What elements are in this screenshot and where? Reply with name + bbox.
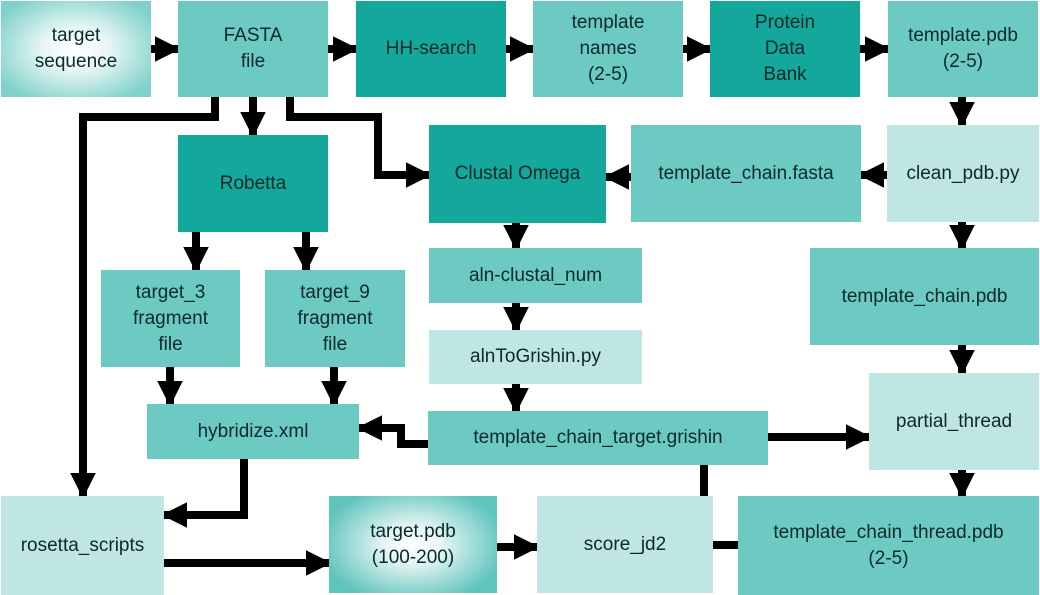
node-label: target.pdb (100-200) [370,520,456,568]
node-hh-search: HH-search [356,1,506,97]
node-label: template.pdb (2-5) [908,25,1018,72]
node-label: template_chain_thread.pdb (2-5) [773,521,1004,569]
node-label: hybridize.xml [197,420,309,442]
node-score-jd2: score_jd2 [537,496,713,593]
node-label: Robetta [219,172,287,194]
node-target-pdb: target.pdb (100-200) [329,496,497,593]
node-label: target_9 fragment file [297,281,373,355]
node-label: score_jd2 [583,533,667,555]
node-template-names: template names (2-5) [533,1,683,97]
node-template-chain-target-grishin: template_chain_target.grishin [428,411,768,465]
node-label: Protein Data Bank [754,12,816,85]
node-label: template_chain.pdb [841,285,1008,307]
node-label: FASTA file [223,25,283,72]
node-clean-pdb-py: clean_pdb.py [887,125,1039,222]
node-label: clean_pdb.py [906,162,1020,184]
node-template-chain-pdb: template_chain.pdb [810,248,1039,345]
node-template-chain-fasta: template_chain.fasta [631,125,861,222]
node-aln-clustal-num: aln-clustal_num [429,248,642,303]
node-template-pdb: template.pdb (2-5) [888,1,1038,97]
node-aln-to-grishin-py: alnToGrishin.py [429,330,642,384]
node-label: template_chain_target.grishin [473,427,723,448]
node-target-sequence: target sequence [1,1,151,97]
node-label: alnToGrishin.py [470,346,601,367]
node-label: Clustal Omega [454,163,581,184]
node-label: HH-search [385,38,477,59]
node-label: aln-clustal_num [468,264,603,286]
node-label: target sequence [34,25,118,72]
node-label: rosetta_scripts [20,534,145,556]
node-fasta-file: FASTA file [178,1,328,97]
arrow-fasta-to-clustal [286,97,432,188]
node-label: target_3 fragment file [133,281,208,355]
node-clustal-omega: Clustal Omega [429,125,606,223]
node-partial-thread: partial_thread [869,373,1039,470]
node-hybridize-xml: hybridize.xml [147,404,359,459]
node-rosetta-scripts: rosetta_scripts [1,496,164,595]
node-target-9-fragment-file: target_9 fragment file [265,270,405,367]
node-label: template names (2-5) [571,12,645,85]
node-target-3-fragment-file: target_3 fragment file [101,270,240,367]
node-label: template_chain.fasta [658,162,834,184]
node-protein-data-bank: Protein Data Bank [710,1,860,97]
arrow-hybridize-to-rosetta-scripts [161,459,248,528]
node-template-chain-thread-pdb: template_chain_thread.pdb (2-5) [738,496,1039,595]
node-robetta: Robetta [178,135,328,232]
node-label: partial_thread [895,410,1013,432]
arrow-fasta-to-rosetta-scripts [70,97,219,499]
